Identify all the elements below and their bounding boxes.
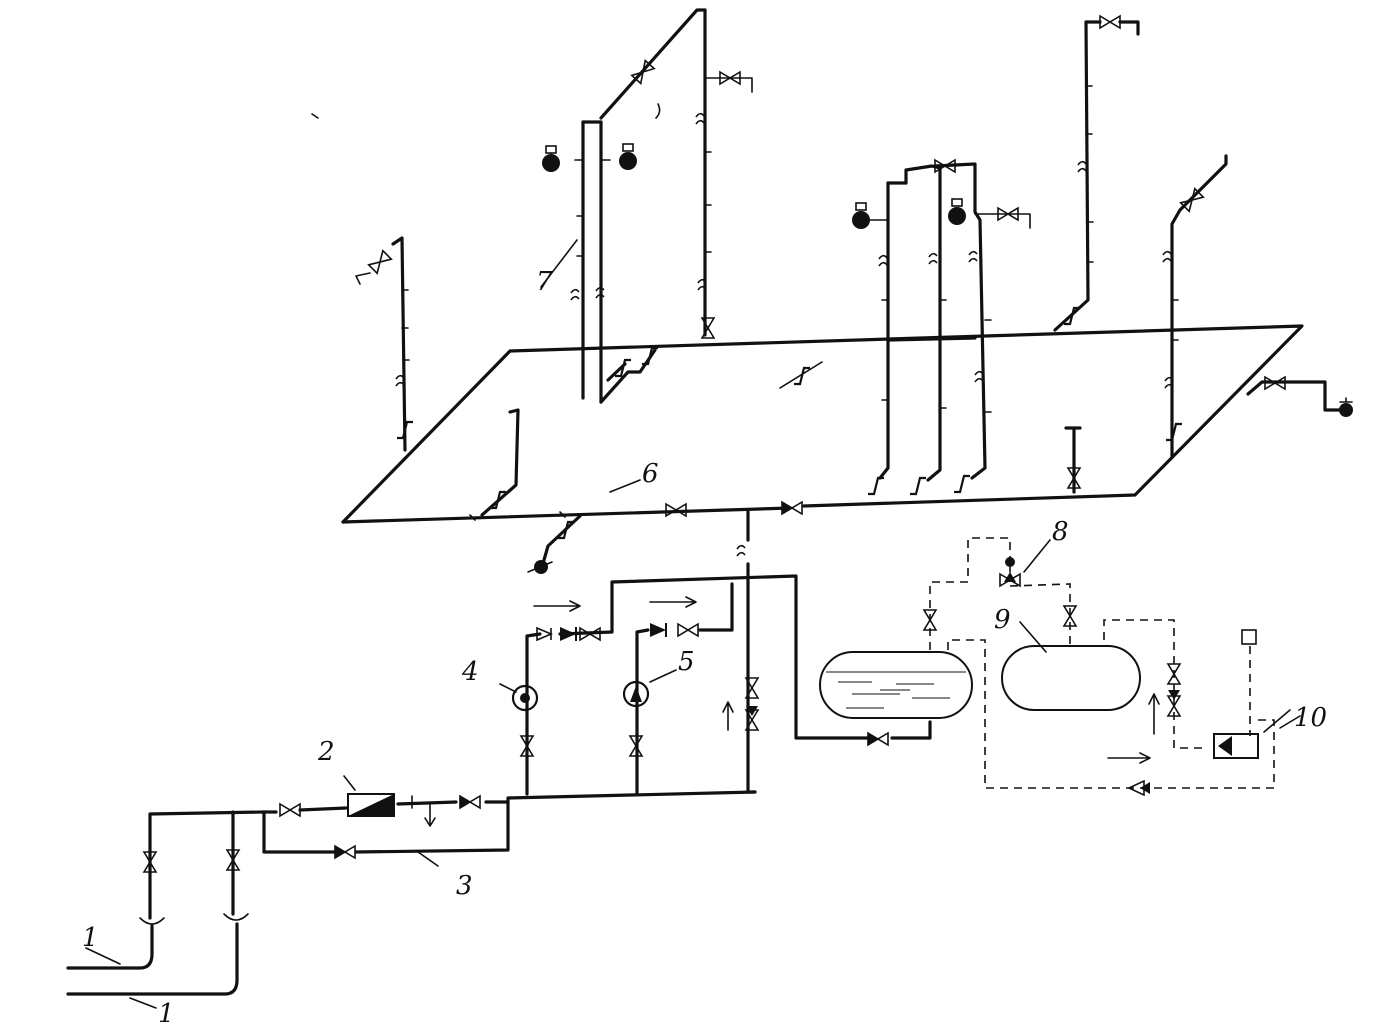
riser-far-right-2 [1162, 154, 1228, 458]
riser-cluster [866, 159, 1031, 496]
stray-mark [311, 113, 319, 119]
flow-arrow-icon [533, 596, 1160, 764]
riser-far-right-1 [1053, 15, 1140, 332]
label-8: 8 [1052, 517, 1069, 547]
hydrant-left-9 [852, 202, 889, 229]
air-tank-icon [1001, 645, 1141, 711]
pressure-regulator-icon [343, 775, 395, 817]
riser-7 [540, 120, 660, 404]
ring-valve-2 [781, 501, 803, 515]
label-6: 6 [642, 459, 659, 489]
entry-line-1a [66, 810, 266, 970]
label-3: 3 [456, 871, 473, 901]
tank-9-leader [1019, 621, 1047, 653]
hydrant-left-7 [542, 145, 560, 172]
pump-icon [622, 680, 650, 708]
label-1a: 1 [82, 923, 99, 953]
label-5: 5 [678, 647, 695, 677]
label-7: 7 [536, 267, 553, 297]
air-lines [923, 537, 1275, 797]
riser-7-top [599, 8, 753, 339]
inner-stub-right [1064, 426, 1082, 494]
distribution-main [341, 324, 1304, 524]
compressor-icon [1213, 629, 1291, 759]
storage-tank-icon [819, 651, 973, 719]
label-10: 10 [1294, 703, 1327, 733]
outlet-far-right [1246, 376, 1342, 412]
riser-left [355, 236, 415, 452]
label-4: 4 [461, 657, 479, 687]
fire-hydrant-icon [1339, 397, 1353, 417]
inner-stub-left [480, 408, 520, 517]
hose-outlet-lower [527, 514, 582, 574]
hydrant-right-9 [948, 198, 966, 225]
pressure-valve-8 [999, 539, 1051, 587]
pump-5-line [629, 582, 734, 796]
label-9: 9 [994, 605, 1011, 635]
entry-line-1b [66, 810, 249, 996]
water-meter-icon [511, 684, 539, 712]
hydrant-right-7 [619, 143, 637, 170]
main-header [262, 790, 757, 867]
label-leaders [85, 479, 1301, 1009]
pump-4-line [520, 616, 614, 796]
label-1b: 1 [158, 999, 175, 1024]
inner-stub-center [779, 361, 823, 389]
label-2: 2 [317, 737, 335, 767]
